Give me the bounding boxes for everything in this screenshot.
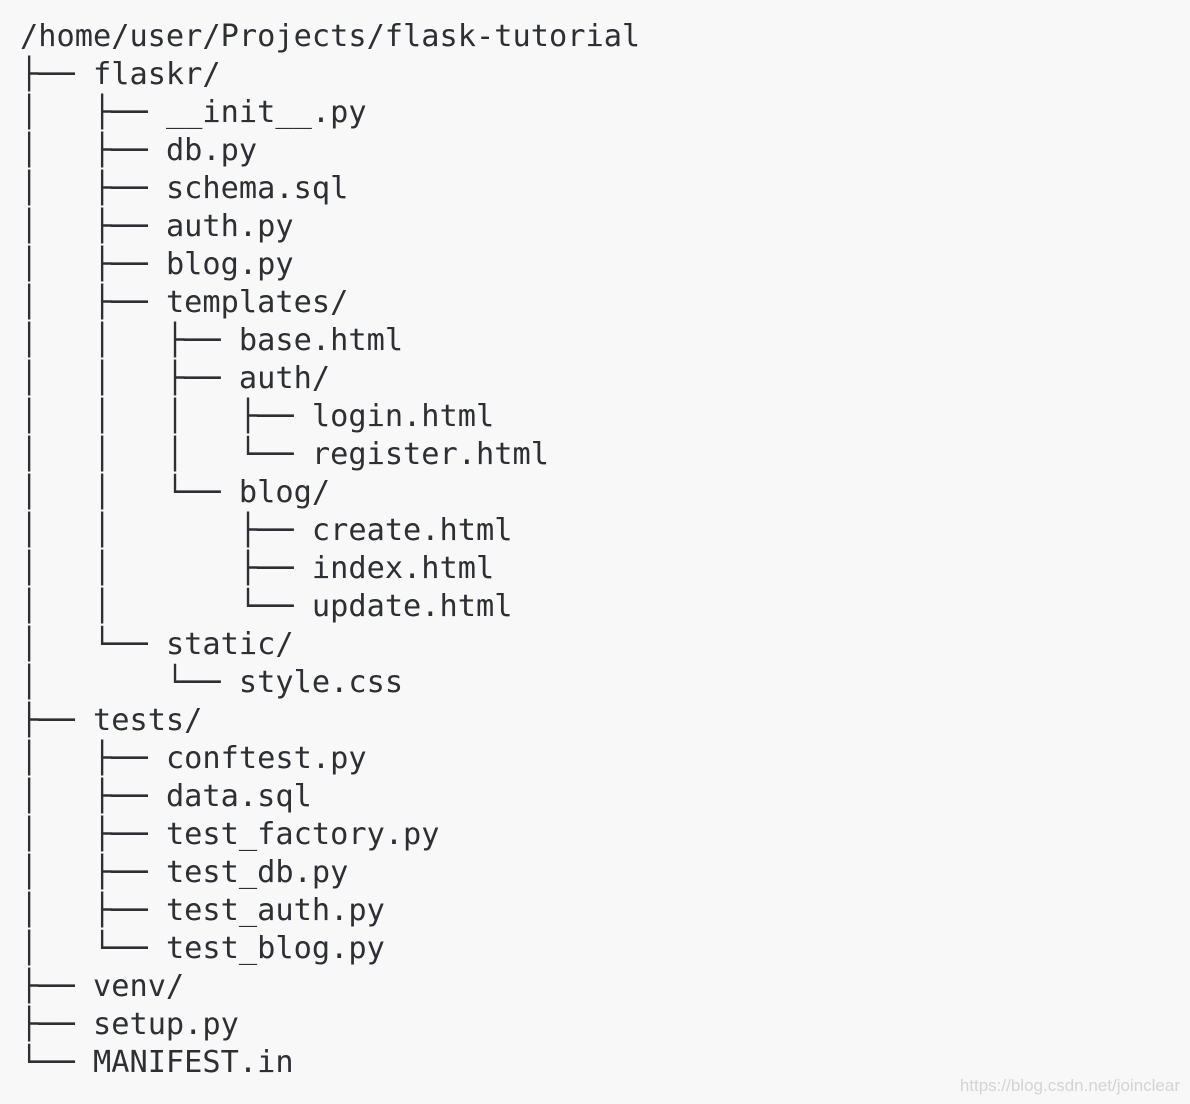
tree-branch-connector: │ ├── [20, 285, 166, 320]
directory-tree: /home/user/Projects/flask-tutorial├── fl… [20, 18, 640, 1082]
tree-entry: │ │ └── update.html [20, 588, 640, 626]
tree-entry: │ │ ├── index.html [20, 550, 640, 588]
folder-name: venv/ [92, 969, 185, 1004]
tree-branch-connector: │ └── [20, 931, 166, 966]
tree-branch-connector: │ ├── [20, 247, 166, 282]
tree-branch-connector: ├── [20, 703, 93, 738]
watermark: https://blog.csdn.net/joinclear [959, 1076, 1180, 1095]
tree-branch-connector: │ │ ├── [20, 361, 239, 396]
tree-branch-connector: │ │ │ ├── [20, 399, 312, 434]
tree-entry: │ ├── test_auth.py [20, 892, 640, 930]
tree-branch-connector: └── [20, 1045, 93, 1080]
folder-name: tests/ [92, 703, 203, 738]
tree-branch-connector: │ │ ├── [20, 551, 312, 586]
tree-branch-connector: │ └── [20, 665, 239, 700]
tree-branch-connector: │ ├── [20, 209, 166, 244]
file-name: update.html [311, 589, 513, 624]
root-path-label: /home/user/Projects/flask-tutorial [20, 19, 641, 54]
tree-entry: │ ├── __init__.py [20, 94, 640, 132]
tree-branch-connector: │ │ └── [20, 475, 239, 510]
tree-branch-connector: │ │ ├── [20, 513, 312, 548]
tree-entry: │ └── test_blog.py [20, 930, 640, 968]
file-name: __init__.py [165, 95, 367, 130]
tree-branch-connector: │ ├── [20, 779, 166, 814]
folder-name: templates/ [165, 285, 349, 320]
tree-entry: └── MANIFEST.in [20, 1044, 640, 1082]
tree-entry: ├── tests/ [20, 702, 640, 740]
file-name: db.py [165, 133, 258, 168]
file-name: register.html [311, 437, 549, 472]
tree-entry: │ └── static/ [20, 626, 640, 664]
tree-entry: │ └── style.css [20, 664, 640, 702]
tree-entry: │ ├── test_db.py [20, 854, 640, 892]
tree-branch-connector: ├── [20, 57, 93, 92]
tree-entry: │ │ ├── auth/ [20, 360, 640, 398]
file-name: test_db.py [165, 855, 349, 890]
tree-entry: ├── flaskr/ [20, 56, 640, 94]
tree-entry: │ │ ├── base.html [20, 322, 640, 360]
tree-entry: │ ├── templates/ [20, 284, 640, 322]
tree-branch-connector: ├── [20, 969, 93, 1004]
tree-branch-connector: │ ├── [20, 741, 166, 776]
tree-entry: │ │ │ ├── login.html [20, 398, 640, 436]
file-name: blog.py [165, 247, 294, 282]
tree-entry: │ ├── blog.py [20, 246, 640, 284]
tree-entry: │ │ ├── create.html [20, 512, 640, 550]
file-name: index.html [311, 551, 495, 586]
tree-entry: │ ├── auth.py [20, 208, 640, 246]
file-name: style.css [238, 665, 404, 700]
tree-entry: │ ├── db.py [20, 132, 640, 170]
tree-entry: │ ├── data.sql [20, 778, 640, 816]
tree-entry: ├── setup.py [20, 1006, 640, 1044]
folder-name: static/ [165, 627, 294, 662]
tree-branch-connector: │ ├── [20, 855, 166, 890]
tree-branch-connector: │ ├── [20, 817, 166, 852]
file-name: test_factory.py [165, 817, 440, 852]
tree-branch-connector: │ │ ├── [20, 323, 239, 358]
file-name: data.sql [165, 779, 312, 814]
tree-branch-connector: │ ├── [20, 133, 166, 168]
tree-entry: │ ├── test_factory.py [20, 816, 640, 854]
folder-name: flaskr/ [92, 57, 221, 92]
file-name: test_auth.py [165, 893, 385, 928]
file-name: test_blog.py [165, 931, 385, 966]
file-name: conftest.py [165, 741, 367, 776]
tree-branch-connector: │ │ │ └── [20, 437, 312, 472]
file-name: setup.py [92, 1007, 239, 1042]
file-name: login.html [311, 399, 495, 434]
tree-entry: │ ├── schema.sql [20, 170, 640, 208]
tree-branch-connector: │ └── [20, 627, 166, 662]
tree-branch-connector: │ │ └── [20, 589, 312, 624]
file-name: create.html [311, 513, 513, 548]
file-name: base.html [238, 323, 404, 358]
file-name: schema.sql [165, 171, 349, 206]
tree-entry: │ │ └── blog/ [20, 474, 640, 512]
folder-name: blog/ [238, 475, 331, 510]
tree-entry: │ │ │ └── register.html [20, 436, 640, 474]
file-name: auth.py [165, 209, 294, 244]
folder-name: auth/ [238, 361, 331, 396]
tree-root-path: /home/user/Projects/flask-tutorial [20, 18, 640, 56]
file-name: MANIFEST.in [92, 1045, 294, 1080]
tree-entry: ├── venv/ [20, 968, 640, 1006]
tree-branch-connector: ├── [20, 1007, 93, 1042]
tree-branch-connector: │ ├── [20, 95, 166, 130]
tree-branch-connector: │ ├── [20, 893, 166, 928]
tree-entry: │ ├── conftest.py [20, 740, 640, 778]
tree-branch-connector: │ ├── [20, 171, 166, 206]
